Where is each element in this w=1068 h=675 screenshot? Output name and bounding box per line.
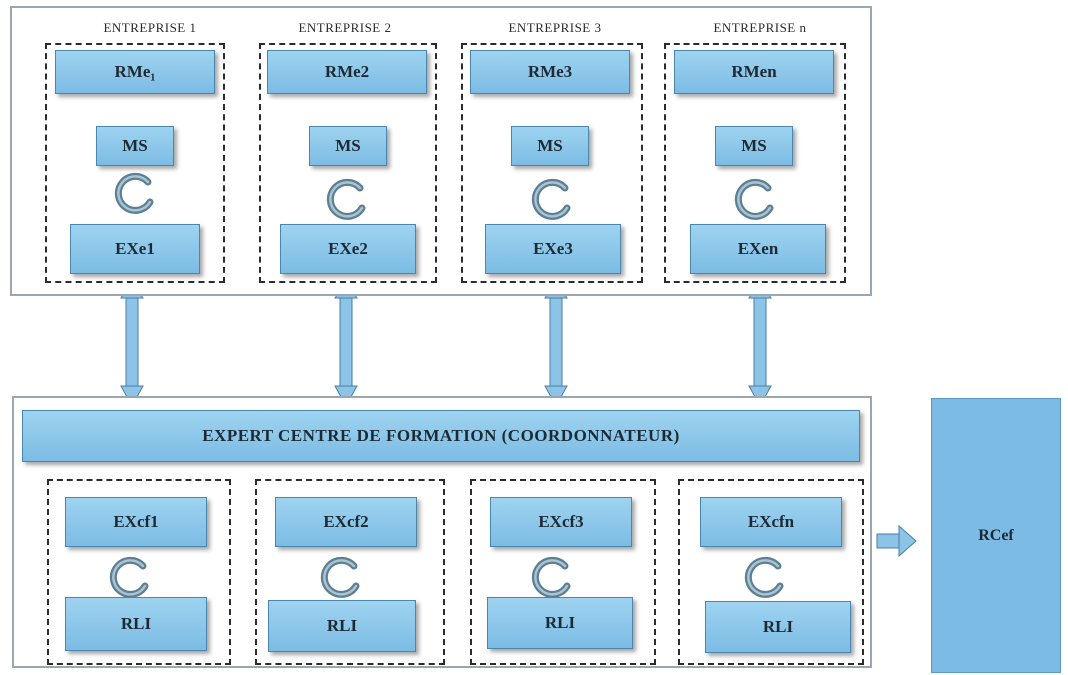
training-dashed-group [47,479,231,665]
excf-box: EXcfn [700,497,842,547]
rm-box: RMe₁ [55,50,215,94]
coordinator-bar: EXPERT CENTRE DE FORMATION (COORDONNATEU… [22,410,860,462]
enterprise-dashed-group [45,43,225,283]
cycle-icon [527,178,577,220]
cycle-icon [730,178,780,220]
ex-box: EXe3 [485,224,621,274]
rli-box: RLI [705,601,851,653]
ex-coordinator-arrow-shaft [339,295,353,389]
cycle-icon [316,556,366,598]
excf-box: EXcf2 [275,497,417,547]
rcef-arrow-shaft [876,533,902,549]
ex-coordinator-arrow-shaft [549,295,563,389]
ex-coordinator-arrow-shaft [125,295,139,389]
rli-box: RLI [487,597,633,649]
rcef-arrow-head [898,524,917,558]
enterprise-dashed-group [461,43,643,283]
rm-box: RMen [674,50,834,94]
rm-box: RMe2 [267,50,427,94]
training-dashed-group [255,479,445,665]
ms-box: MS [511,126,589,166]
cycle-icon [527,556,577,598]
cycle-icon [740,556,790,598]
enterprise-label: ENTREPRISE 3 [508,20,602,35]
rm-box: RMe3 [470,50,630,94]
rli-box: RLI [268,600,416,652]
enterprise-label: ENTREPRISE 1 [103,20,197,35]
rli-box: RLI [65,597,207,651]
ex-box: EXen [690,224,826,274]
cycle-icon [105,556,155,598]
ex-box: EXe1 [70,224,200,274]
ms-box: MS [715,126,793,166]
training-dashed-group [470,479,656,665]
excf-box: EXcf3 [490,497,632,547]
rcef-box: RCef [931,398,1061,673]
enterprise-dashed-group [259,43,437,283]
ex-coordinator-arrow-shaft [753,295,767,389]
ms-box: MS [309,126,387,166]
ex-box: EXe2 [280,224,416,274]
enterprise-label: ENTREPRISE 2 [298,20,392,35]
excf-box: EXcf1 [65,497,207,547]
training-dashed-group [678,479,864,665]
cycle-icon [322,178,372,220]
enterprise-label: ENTREPRISE n [713,20,807,35]
enterprise-dashed-group [664,43,846,283]
cycle-icon [110,172,160,214]
ms-box: MS [96,126,174,166]
